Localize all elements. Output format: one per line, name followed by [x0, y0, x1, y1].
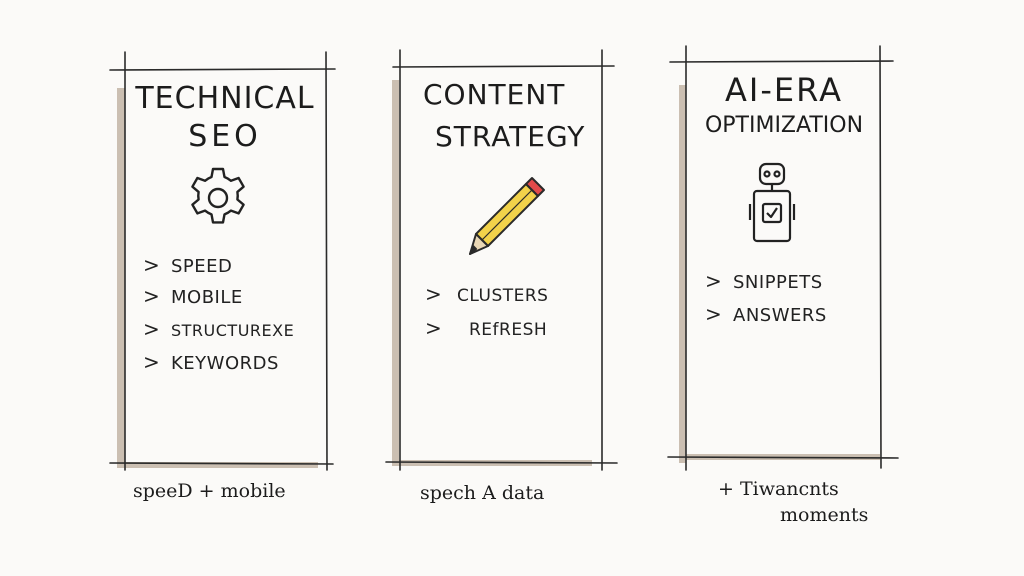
column-title-line: TECHNICAL [135, 81, 315, 116]
list-item: > REfRESH [425, 316, 547, 340]
bullet-chevron: > [425, 316, 443, 340]
column-title: AI-ERA OPTIMIZATION [690, 72, 878, 144]
list-item-label: SPEED [171, 256, 233, 277]
column-title-line: OPTIMIZATION [704, 113, 864, 138]
caption-line: speeD + mobile [133, 480, 286, 502]
bullet-chevron: > [425, 282, 443, 306]
list-item: > SNIPPETS [705, 269, 823, 293]
caption-line: + Tiwancnts [718, 478, 839, 500]
column-caption: spech A data [420, 482, 544, 504]
list-item-label: MOBILE [171, 287, 243, 308]
list-item: > ANSWERS [705, 302, 827, 326]
column-title-line: SEO [188, 119, 262, 154]
column-title: CONTENT STRATEGY [405, 74, 600, 158]
pencil-icon [469, 177, 545, 255]
list-item: > KEYWORDS [143, 350, 279, 374]
column-title-line: STRATEGY [435, 120, 586, 153]
list-item: > STRUCTUREXE [143, 317, 294, 341]
bullet-chevron: > [143, 317, 161, 341]
frame-ai-era-optimization [667, 45, 899, 471]
caption-line: moments [780, 504, 869, 526]
list-item-label: REfRESH [469, 320, 548, 340]
list-item: > MOBILE [143, 284, 243, 308]
bullet-chevron: > [143, 284, 161, 308]
gear-icon [191, 167, 245, 224]
column-caption: + Tiwancnts moments [718, 476, 868, 528]
list-item-label: ANSWERS [733, 305, 827, 326]
column-title-line: CONTENT [423, 78, 566, 111]
caption-line: spech A data [420, 482, 545, 504]
robot-icon [748, 162, 796, 243]
list-item-label: STRUCTUREXE [171, 321, 295, 340]
column-caption: speeD + mobile [133, 480, 286, 502]
list-item-label: KEYWORDS [171, 353, 279, 374]
list-item-label: CLUSTERS [457, 286, 549, 306]
column-title-line: AI-ERA [725, 71, 843, 109]
frame-technical-seo [109, 51, 336, 471]
frame-content-strategy [385, 49, 618, 471]
list-item-label: SNIPPETS [733, 272, 823, 293]
bullet-chevron: > [143, 350, 161, 374]
bullet-chevron: > [705, 269, 723, 293]
bullet-chevron: > [705, 302, 723, 326]
list-item: > CLUSTERS [425, 282, 548, 306]
column-title: TECHNICAL SEO [125, 80, 325, 156]
bullet-chevron: > [143, 253, 161, 277]
list-item: > SPEED [143, 253, 232, 277]
